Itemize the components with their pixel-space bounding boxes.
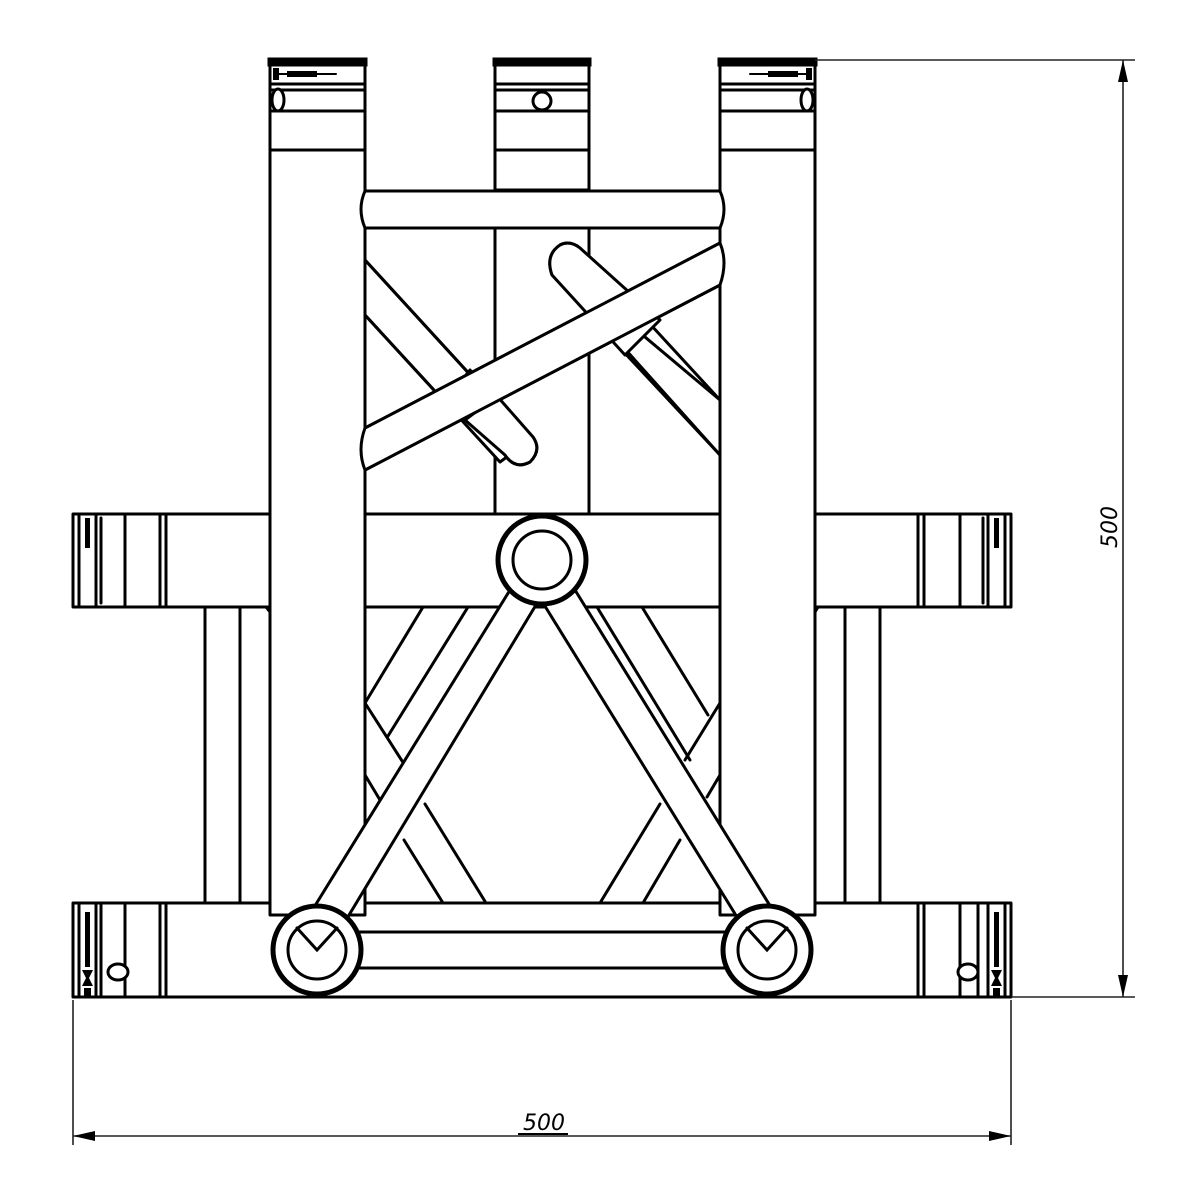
dimension-width-label: 500 [523,1111,565,1136]
node-top-center [495,513,589,607]
node-bottom-right [720,903,814,997]
triangle-tubes [298,588,787,932]
connector-top-left [267,57,368,152]
dimension-width [72,1000,1012,1145]
dimension-height-label: 500 [1098,506,1123,548]
connector-mid-right [916,512,1013,609]
connector-bottom-right [916,901,1013,999]
lower-bracing [363,605,722,905]
connector-mid-left [71,512,168,609]
upper-tubes-front [359,189,726,472]
node-bottom-left [270,903,364,997]
connector-bottom-left [71,901,168,999]
connector-top-right [717,57,818,152]
vertical-chords [268,148,817,917]
connector-top-center [492,57,592,152]
dimension-height [815,59,1135,998]
